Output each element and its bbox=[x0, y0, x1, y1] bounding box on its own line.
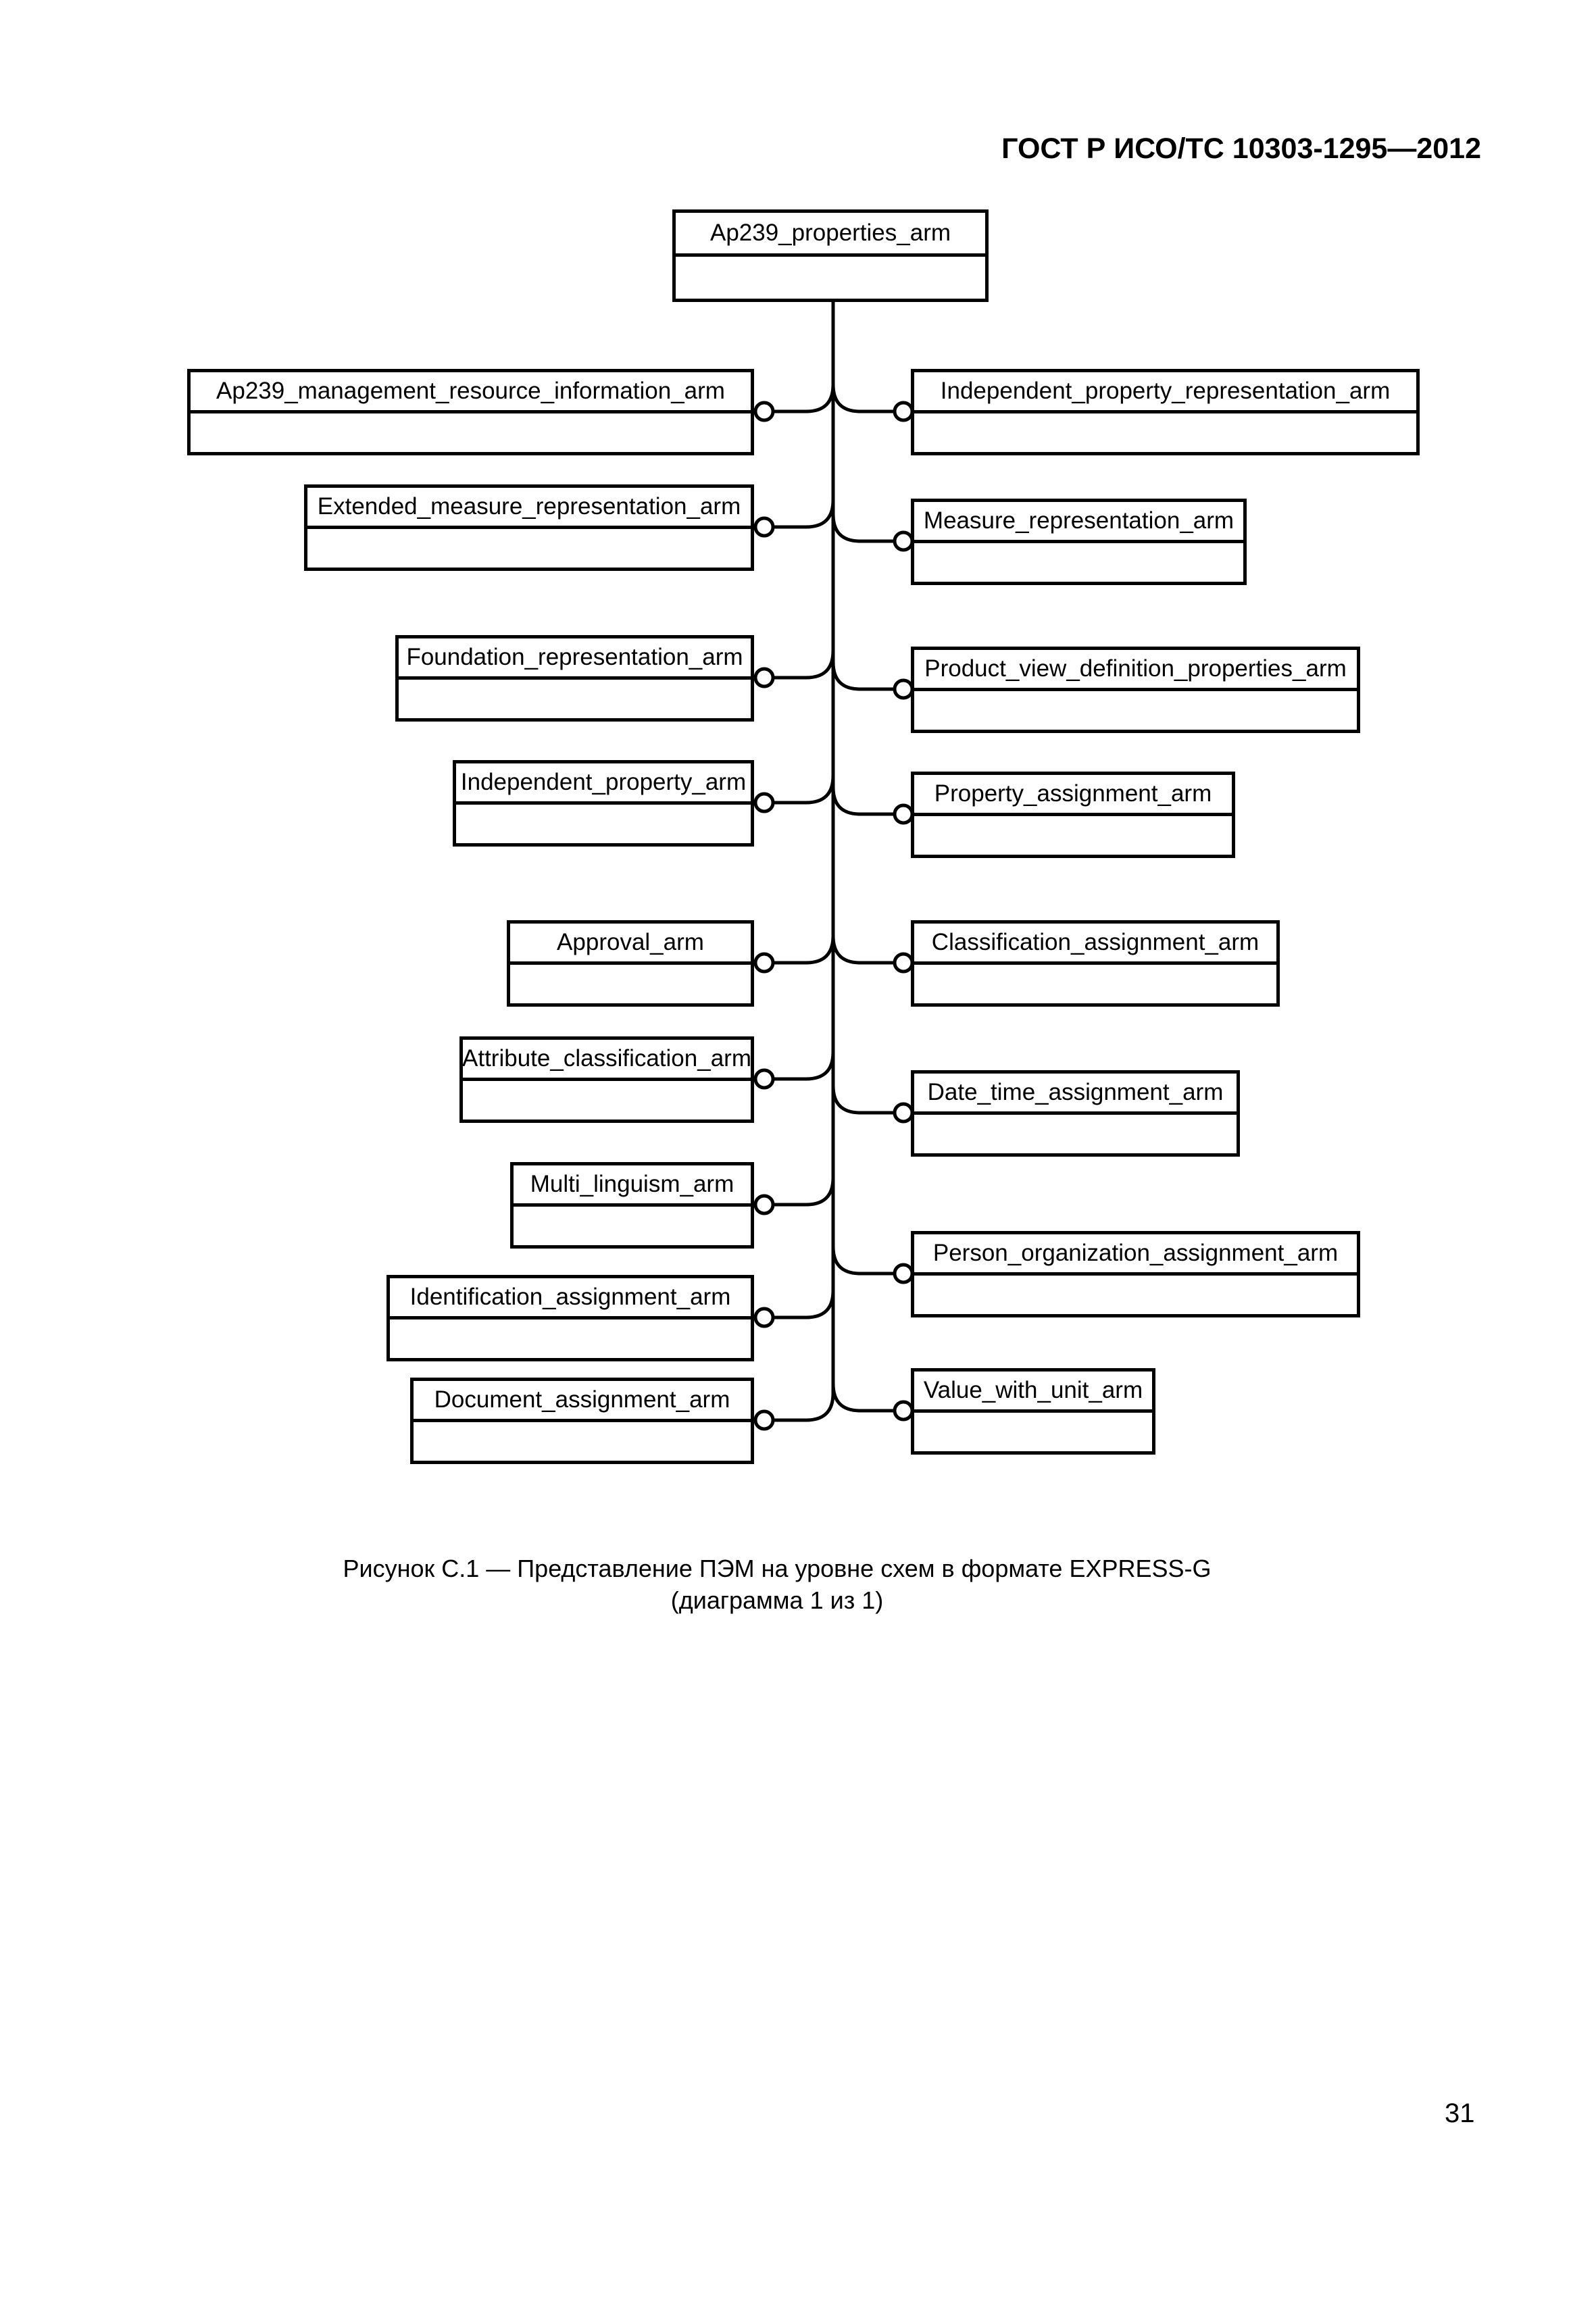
entity-attribute-area bbox=[510, 965, 751, 1003]
connector-line bbox=[831, 935, 895, 965]
connector-circle bbox=[893, 678, 914, 700]
entity-name-label: Measure_representation_arm bbox=[914, 502, 1243, 543]
connector-line bbox=[831, 384, 895, 413]
connector-line bbox=[773, 775, 835, 805]
connector-circle bbox=[753, 1409, 775, 1431]
entity-attribute-area bbox=[914, 1276, 1357, 1314]
entity-box-Independent_property_arm: Independent_property_arm bbox=[453, 760, 754, 847]
connector-line bbox=[831, 513, 895, 543]
entity-attribute-area bbox=[514, 1207, 751, 1245]
figure-caption-line1: Рисунок С.1 — Представление ПЭМ на уровн… bbox=[343, 1555, 1212, 1582]
entity-box-Identification_assignment_arm: Identification_assignment_arm bbox=[386, 1275, 754, 1361]
connector-line bbox=[773, 1290, 835, 1319]
entity-name-label: Foundation_representation_arm bbox=[399, 638, 751, 680]
entity-box-Classification_assignment_arm: Classification_assignment_arm bbox=[911, 920, 1280, 1007]
entity-box-Attribute_classification_arm: Attribute_classification_arm bbox=[459, 1036, 754, 1123]
entity-name-label: Classification_assignment_arm bbox=[914, 924, 1276, 965]
entity-name-label: Property_assignment_arm bbox=[914, 775, 1232, 816]
entity-name-label: Approval_arm bbox=[510, 924, 751, 965]
connector-line bbox=[773, 1177, 835, 1207]
entity-name-label: Independent_property_arm bbox=[456, 763, 751, 805]
entity-box-Value_with_unit_arm: Value_with_unit_arm bbox=[911, 1368, 1155, 1455]
entity-attribute-area bbox=[914, 965, 1276, 1003]
entity-name-label: Person_organization_assignment_arm bbox=[914, 1234, 1357, 1276]
entity-attribute-area bbox=[914, 1115, 1237, 1153]
connector-circle bbox=[893, 401, 914, 422]
entity-box-Product_view_definition_properties_arm: Product_view_definition_properties_arm bbox=[911, 647, 1360, 733]
connector-line bbox=[773, 935, 835, 965]
entity-box-Date_time_assignment_arm: Date_time_assignment_arm bbox=[911, 1070, 1240, 1157]
connector-circle bbox=[753, 1068, 775, 1090]
entity-attribute-area bbox=[191, 413, 751, 452]
entity-attribute-area bbox=[307, 529, 751, 568]
connector-circle bbox=[753, 667, 775, 688]
entity-attribute-area bbox=[390, 1319, 751, 1358]
entity-name-label: Value_with_unit_arm bbox=[914, 1372, 1152, 1413]
entity-name-label: Independent_property_representation_arm bbox=[914, 372, 1416, 413]
page-number: 31 bbox=[1445, 2098, 1475, 2128]
connector-line bbox=[831, 1383, 895, 1413]
entity-box-Person_organization_assignment_arm: Person_organization_assignment_arm bbox=[911, 1231, 1360, 1317]
entity-name-label: Ap239_properties_arm bbox=[676, 213, 985, 257]
entity-box-Property_assignment_arm: Property_assignment_arm bbox=[911, 772, 1235, 858]
entity-box-Independent_property_representation_arm: Independent_property_representation_arm bbox=[911, 369, 1420, 455]
connector-circle bbox=[753, 401, 775, 422]
connector-line bbox=[773, 384, 835, 413]
entity-box-Ap239_properties_arm: Ap239_properties_arm bbox=[672, 209, 989, 302]
entity-attribute-area bbox=[914, 543, 1243, 582]
entity-name-label: Attribute_classification_arm bbox=[463, 1040, 751, 1081]
connector-circle bbox=[893, 1400, 914, 1422]
entity-name-label: Document_assignment_arm bbox=[414, 1381, 751, 1422]
entity-attribute-area bbox=[914, 413, 1416, 452]
entity-box-Ap239_management_resource_information_arm: Ap239_management_resource_information_ar… bbox=[187, 369, 754, 455]
figure-caption: Рисунок С.1 — Представление ПЭМ на уровн… bbox=[0, 1553, 1554, 1616]
connector-circle bbox=[893, 803, 914, 825]
connector-line bbox=[831, 786, 895, 816]
entity-name-label: Extended_measure_representation_arm bbox=[307, 488, 751, 529]
entity-box-Approval_arm: Approval_arm bbox=[507, 920, 754, 1007]
connector-circle bbox=[893, 530, 914, 552]
connector-line bbox=[831, 661, 895, 691]
connector-circle bbox=[753, 1194, 775, 1215]
connector-line bbox=[773, 650, 835, 680]
entity-box-Foundation_representation_arm: Foundation_representation_arm bbox=[395, 635, 754, 722]
entity-name-label: Identification_assignment_arm bbox=[390, 1278, 751, 1319]
entity-name-label: Date_time_assignment_arm bbox=[914, 1074, 1237, 1115]
entity-attribute-area bbox=[676, 257, 985, 299]
connector-circle bbox=[753, 1307, 775, 1328]
entity-box-Multi_linguism_arm: Multi_linguism_arm bbox=[510, 1162, 754, 1249]
entity-attribute-area bbox=[914, 1413, 1152, 1451]
entity-box-Document_assignment_arm: Document_assignment_arm bbox=[410, 1378, 754, 1464]
connector-circle bbox=[753, 516, 775, 538]
entity-attribute-area bbox=[463, 1081, 751, 1120]
entity-attribute-area bbox=[414, 1422, 751, 1461]
connector-line bbox=[773, 499, 835, 529]
entity-attribute-area bbox=[914, 691, 1357, 730]
connector-line bbox=[831, 1246, 895, 1276]
entity-attribute-area bbox=[399, 680, 751, 718]
entity-box-Measure_representation_arm: Measure_representation_arm bbox=[911, 499, 1247, 585]
connector-line bbox=[773, 1051, 835, 1081]
connector-circle bbox=[753, 952, 775, 974]
entity-attribute-area bbox=[914, 816, 1232, 855]
document-header: ГОСТ Р ИСО/ТС 10303-1295—2012 bbox=[1001, 132, 1481, 165]
connector-circle bbox=[893, 1102, 914, 1124]
entity-name-label: Product_view_definition_properties_arm bbox=[914, 650, 1357, 691]
connector-line bbox=[831, 1085, 895, 1115]
entity-name-label: Ap239_management_resource_information_ar… bbox=[191, 372, 751, 413]
connector-circle bbox=[893, 952, 914, 974]
connector-layer bbox=[753, 302, 914, 1431]
connector-line bbox=[773, 1392, 835, 1422]
figure-caption-line2: (диаграмма 1 из 1) bbox=[670, 1586, 884, 1614]
entity-attribute-area bbox=[456, 805, 751, 843]
entity-name-label: Multi_linguism_arm bbox=[514, 1165, 751, 1207]
express-g-diagram: Ap239_properties_arm Ap239_management_re… bbox=[187, 209, 1420, 1464]
connector-circle bbox=[893, 1263, 914, 1284]
connector-circle bbox=[753, 792, 775, 813]
entity-box-Extended_measure_representation_arm: Extended_measure_representation_arm bbox=[304, 484, 754, 571]
